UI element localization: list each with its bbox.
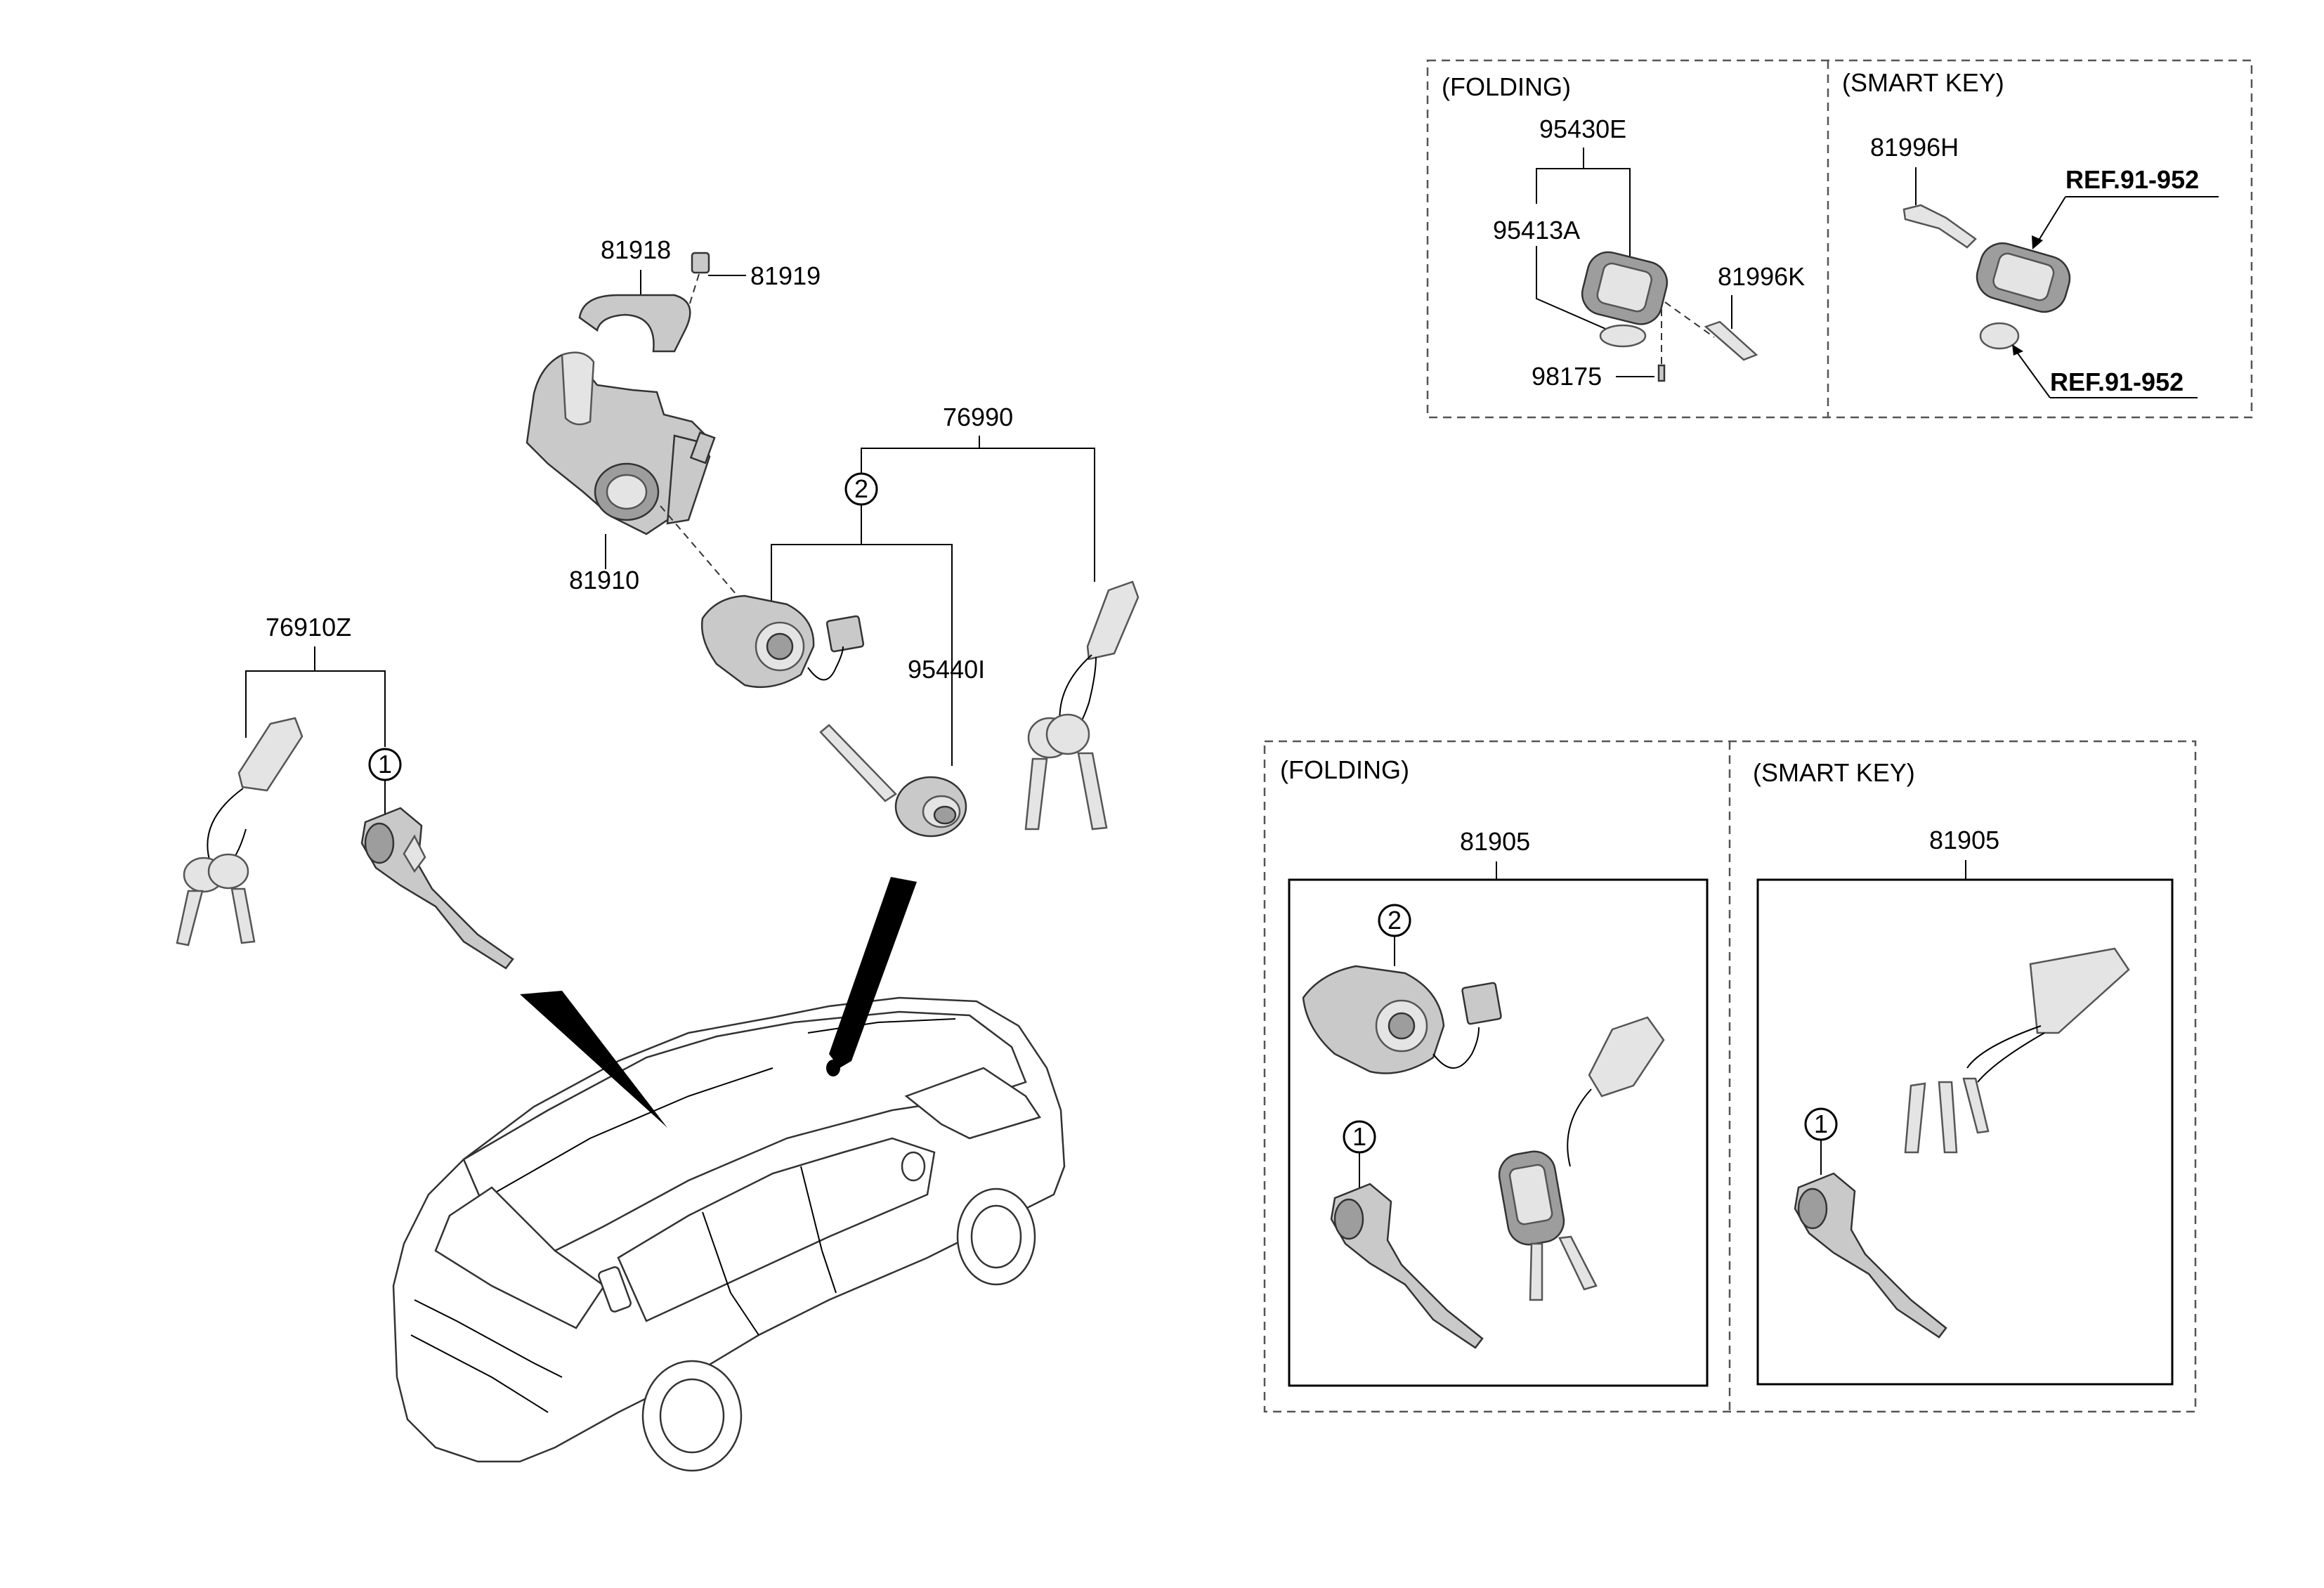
coin-battery-icon: [1599, 324, 1647, 348]
ref-lower-arrow-icon: [2012, 344, 2023, 356]
tailgate-line: [414, 1299, 563, 1378]
emergency-key-icon: [1902, 204, 1977, 249]
key-tag-icon: [1086, 580, 1140, 660]
folding-blade-b: [1558, 1235, 1598, 1291]
top-folding-title: (FOLDING): [1442, 72, 1571, 101]
folding-connector-icon: [1461, 982, 1502, 1025]
steering-lock-assembly: 81918 81919 81910: [525, 235, 821, 605]
key-blade-left: [1024, 757, 1048, 831]
ref-lower[interactable]: REF.91-952: [2050, 367, 2183, 396]
label-76990[interactable]: 76990: [943, 403, 1013, 431]
ignition-lock-cylinder: [701, 594, 865, 689]
folding-key-fob: [1581, 251, 1758, 382]
callout-2-folding-text: 2: [1388, 906, 1402, 935]
clamp-bracket: [578, 294, 691, 353]
key-blade-b: [230, 887, 256, 944]
bottom-smart-key-title: (SMART KEY): [1753, 758, 1915, 787]
bottom-key-panel: (FOLDING) (SMART KEY) 81905 2 1: [1263, 740, 2197, 1413]
side-mirror: [901, 1151, 926, 1182]
folding-blade-a: [1529, 1242, 1543, 1301]
smart-blade-c: [1962, 1077, 1990, 1134]
folding-key-with-tag: [1498, 1016, 1665, 1301]
roof-rail-left: [491, 1067, 773, 1195]
label-95413A[interactable]: 95413A: [1493, 216, 1580, 245]
smart-key-battery-icon: [1979, 322, 2020, 350]
top-key-panel: (FOLDING) (SMART KEY) 95430E 95413A 8199…: [1426, 59, 2253, 419]
bottom-folding-title: (FOLDING): [1280, 755, 1409, 784]
key-blade-icon: [1704, 320, 1758, 361]
group-76990: 76990 2 95440I: [701, 403, 1140, 838]
top-smart-key-title: (SMART KEY): [1842, 68, 2004, 97]
ref-upper[interactable]: REF.91-952: [2065, 165, 2199, 194]
bracket-95430E: [1536, 168, 1631, 260]
label-95430E[interactable]: 95430E: [1539, 115, 1626, 143]
smart-blade-b: [1938, 1081, 1958, 1154]
leader-95413A: [1536, 246, 1610, 331]
connector-icon: [825, 615, 865, 653]
car-windshield: [904, 1067, 1041, 1140]
pointer-ignition-dot: [826, 1060, 840, 1076]
callout-1-smart-text: 1: [1814, 1109, 1828, 1138]
box-81905-folding: [1288, 878, 1709, 1387]
key-set-76910Z: [176, 717, 303, 946]
key-blade-right: [1077, 752, 1108, 831]
pointer-door-lock: [520, 991, 667, 1128]
folding-key-tag-icon: [1588, 1016, 1665, 1098]
callout-2-top-text: 2: [854, 474, 868, 503]
top-panel-border: [1426, 59, 2253, 419]
key-blade-a: [176, 890, 204, 946]
label-81905-smart[interactable]: 81905: [1929, 826, 1999, 854]
label-81996K[interactable]: 81996K: [1718, 262, 1805, 291]
assembly-dash-line: [660, 505, 745, 605]
callout-1-left-text: 1: [378, 750, 392, 779]
smart-blade-a: [1904, 1082, 1926, 1154]
label-81905-folding[interactable]: 81905: [1460, 827, 1530, 856]
label-81919[interactable]: 81919: [750, 261, 821, 290]
tail-lamp: [598, 1266, 632, 1313]
smart-key-set-bottom: [1904, 947, 2130, 1154]
ref-lower-leader: [2016, 351, 2051, 398]
ref-upper-arrow-icon: [2032, 235, 2043, 249]
door-line-rear: [730, 1292, 759, 1336]
group-76910Z: 76910Z 1: [176, 613, 514, 970]
smart-key-tag-icon: [2029, 947, 2130, 1034]
roof-rail-right: [807, 1018, 956, 1034]
pointer-ignition: [829, 877, 917, 1068]
key-tag-left-icon: [237, 717, 303, 792]
car-side-windows: [617, 1137, 936, 1322]
label-95440I[interactable]: 95440I: [908, 655, 985, 684]
immobilizer-coil: [819, 724, 967, 838]
key-set-76990: [1024, 580, 1140, 831]
door-lock-cylinder-left: [360, 807, 514, 970]
door-line-front: [821, 1250, 837, 1294]
folding-ignition-cylinder: [1302, 965, 1502, 1074]
bracket-76990: [861, 448, 1095, 582]
label-81996H[interactable]: 81996H: [1870, 133, 1959, 162]
window-pillar-2: [800, 1166, 823, 1251]
folding-door-cylinder: [1330, 1183, 1484, 1349]
label-81910[interactable]: 81910: [569, 566, 639, 594]
window-pillar-1: [702, 1211, 731, 1294]
car-rear-window: [434, 1186, 606, 1329]
callout-1-folding-text: 1: [1352, 1122, 1366, 1151]
label-81918[interactable]: 81918: [601, 235, 671, 264]
label-76910Z[interactable]: 76910Z: [266, 613, 351, 642]
bumper-line: [410, 1334, 549, 1413]
label-98175[interactable]: 98175: [1532, 362, 1602, 391]
smart-door-cylinder: [1794, 1172, 1947, 1339]
vehicle-illustration: [392, 996, 1066, 1472]
box-81905-smart: [1756, 878, 2174, 1386]
bracket-2-group: [771, 544, 953, 766]
ref-upper-leader: [2037, 196, 2066, 243]
